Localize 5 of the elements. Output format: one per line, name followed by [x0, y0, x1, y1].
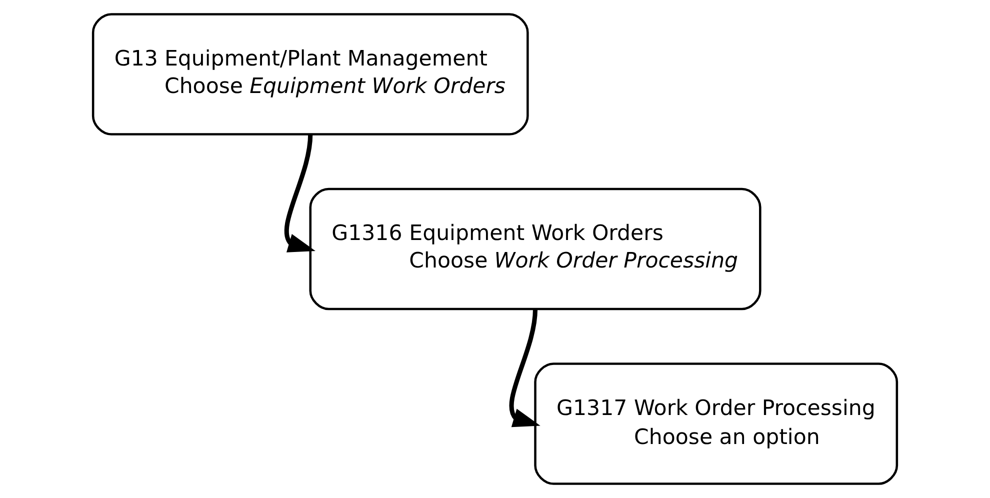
- node-box: G13 Equipment/Plant Management Choose Equipment Work Orders: [92, 13, 529, 136]
- arrow: [284, 134, 316, 252]
- arrow: [509, 308, 540, 428]
- node-box: G1317 Work Order Processing Choose an option: [534, 362, 898, 485]
- node-box: G1316 Equipment Work Orders Choose Work Order Processing: [309, 188, 762, 310]
